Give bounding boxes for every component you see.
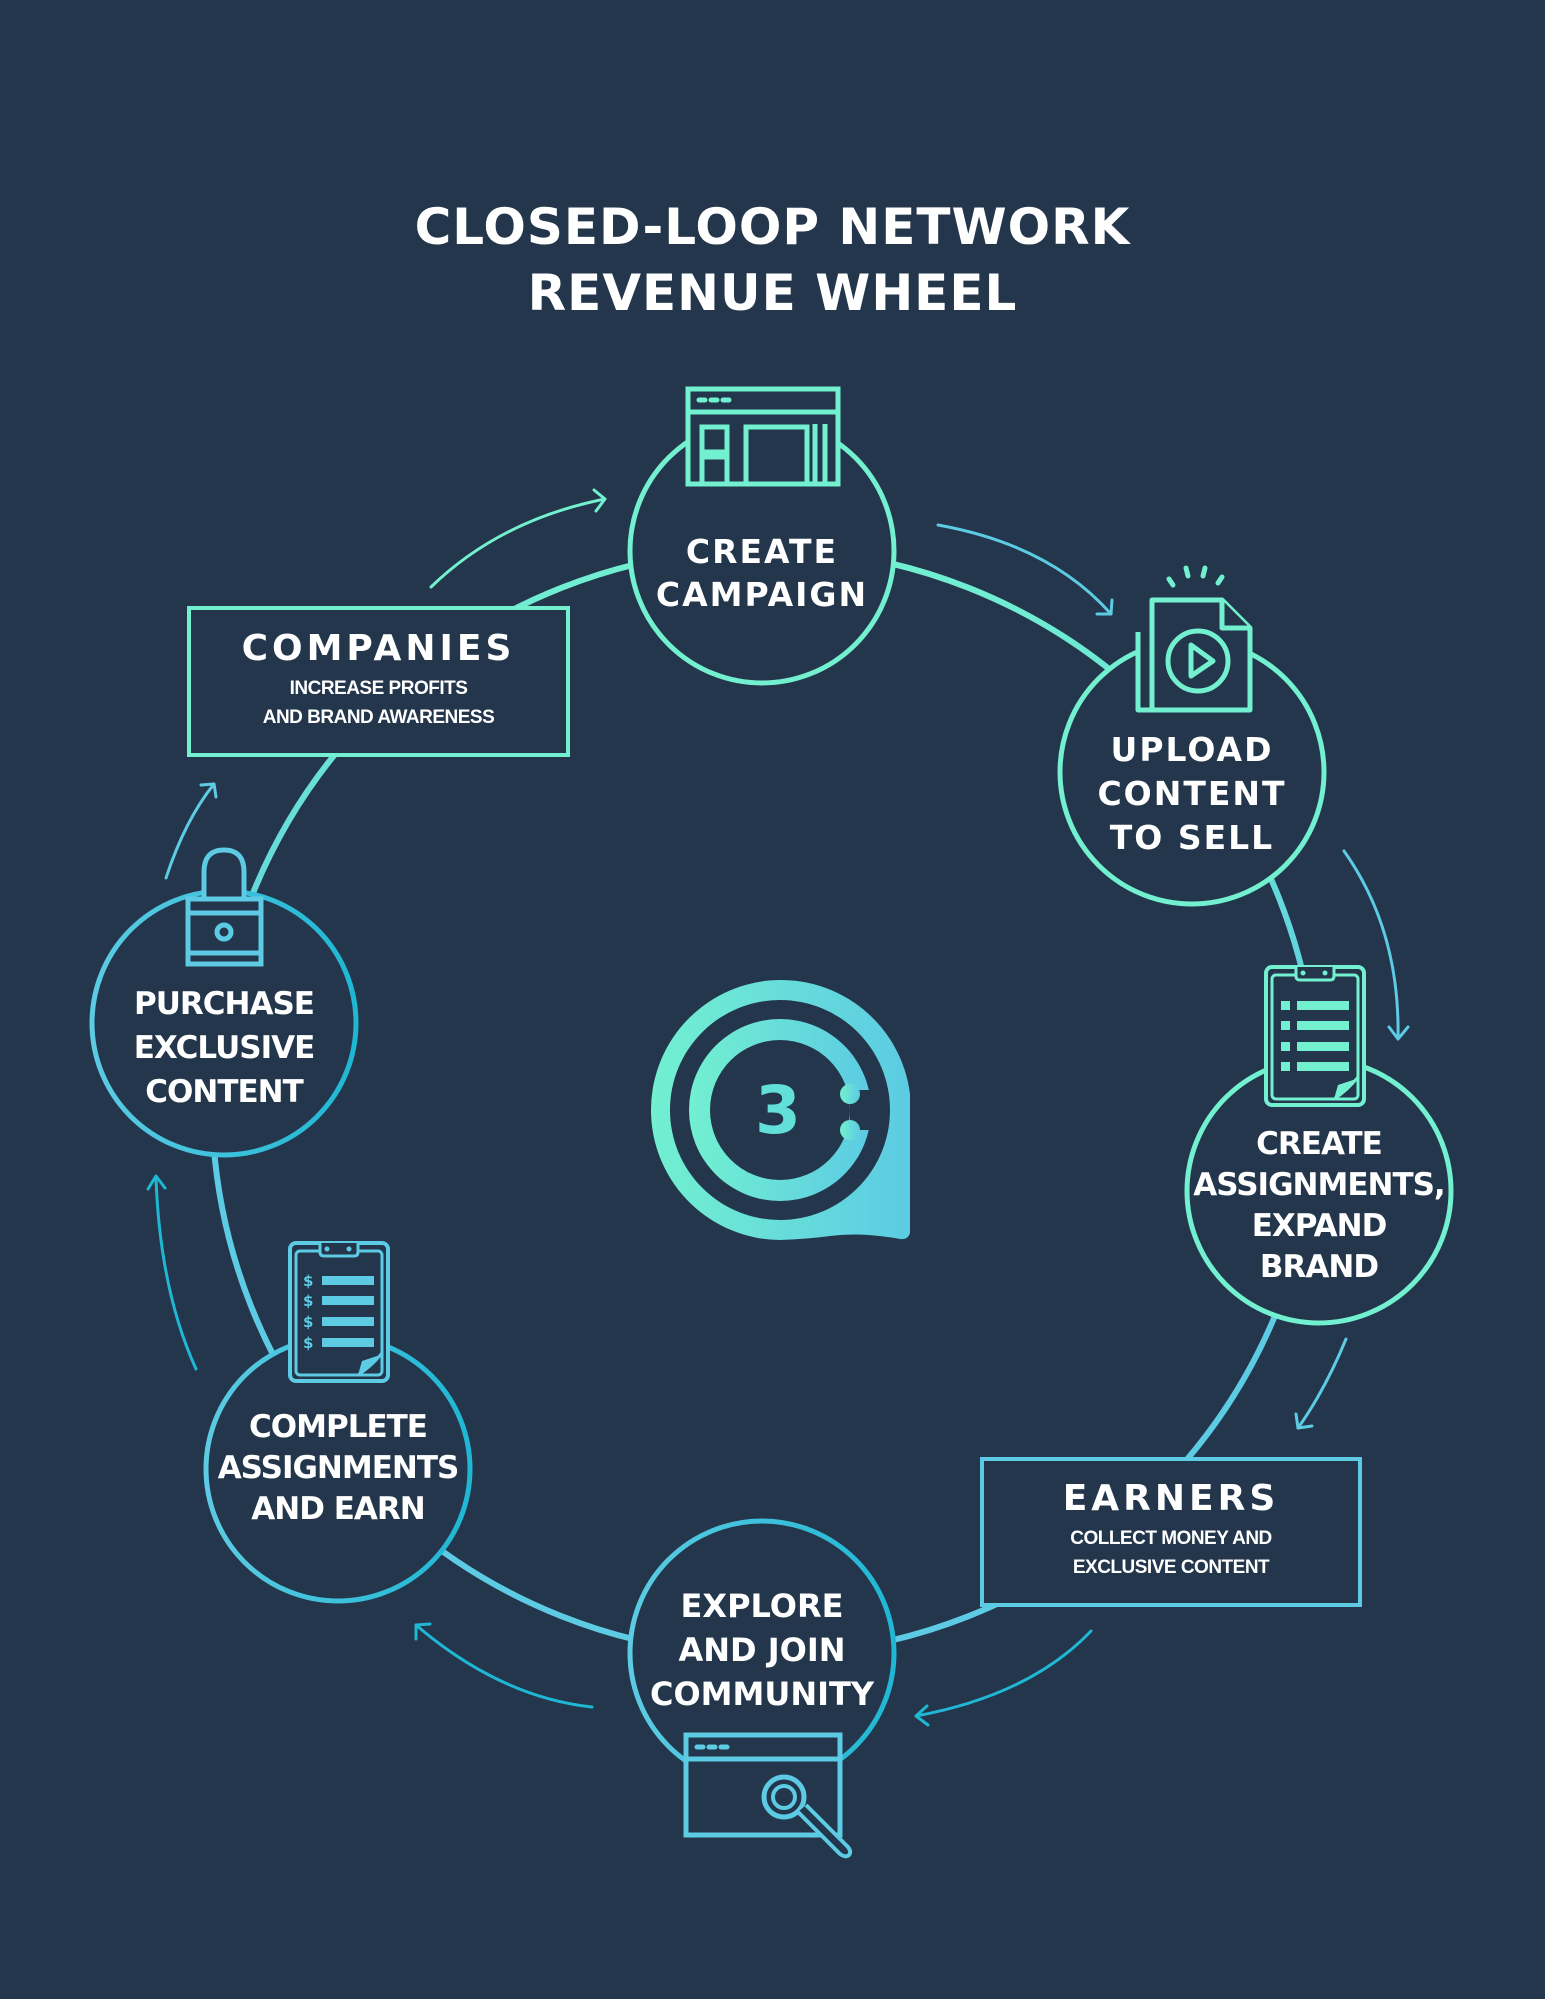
svg-text:$: $ <box>303 1272 313 1290</box>
svg-text:$: $ <box>303 1313 313 1331</box>
companies-title: COMPANIES <box>241 628 516 669</box>
arrow-campaign-to-upload <box>936 523 1114 616</box>
label-line: PURCHASE <box>134 986 315 1022</box>
earners-subtitle-line2: EXCLUSIVE CONTENT <box>1072 1557 1270 1578</box>
node-label-complete-assignments: COMPLETE ASSIGNMENTS AND EARN <box>203 1407 473 1530</box>
label-line: CREATE <box>685 532 839 571</box>
c3-logo-icon: 3 <box>650 980 910 1240</box>
companies-box <box>187 606 570 757</box>
node-circles <box>89 416 1454 1788</box>
node-label-create-campaign: CREATE CAMPAIGN <box>642 530 882 616</box>
label-line: COMPLETE <box>249 1409 428 1445</box>
label-line: BRAND <box>1259 1249 1379 1285</box>
earners-subtitle-line1: COLLECT MONEY AND <box>1070 1528 1272 1549</box>
label-line: ASSIGNMENTS <box>217 1450 460 1486</box>
companies-subtitle-line2: AND BRAND AWARENESS <box>262 707 495 728</box>
svg-text:$: $ <box>303 1292 313 1310</box>
svg-text:$: $ <box>303 1334 313 1352</box>
label-line: ASSIGNMENTS, <box>1193 1167 1445 1203</box>
node-label-explore-community: EXPLORE AND JOIN COMMUNITY <box>632 1584 892 1716</box>
checklist-clipboard-icon <box>1264 965 1366 1107</box>
video-file-icon <box>1135 565 1253 713</box>
arrow-upload-to-assignments <box>1342 849 1410 1041</box>
browser-search-icon <box>683 1732 853 1859</box>
arrow-complete-to-purchase <box>146 1174 198 1371</box>
browser-layout-icon <box>685 386 841 487</box>
arrow-companies-to-campaign <box>429 488 607 589</box>
label-line: EXCLUSIVE <box>133 1030 316 1066</box>
arrow-assignments-to-earners <box>1294 1337 1348 1430</box>
arrow-purchase-to-companies <box>164 782 218 880</box>
earners-title: EARNERS <box>1062 1478 1280 1519</box>
logo-glyph: 3 <box>755 1072 801 1149</box>
companies-subtitle-line1: INCREASE PROFITS <box>289 678 468 699</box>
label-line: EXPLORE <box>680 1587 844 1625</box>
node-label-upload-content: UPLOAD CONTENT TO SELL <box>1072 728 1312 860</box>
padlock-icon <box>185 847 264 967</box>
label-line: CONTENT <box>145 1074 303 1110</box>
node-label-create-assignments: CREATE ASSIGNMENTS, EXPAND BRAND <box>1189 1124 1449 1288</box>
label-line: UPLOAD <box>1110 730 1274 769</box>
label-line: TO SELL <box>1109 818 1275 857</box>
node-label-purchase-content: PURCHASE EXCLUSIVE CONTENT <box>104 982 344 1114</box>
diagram-title-line2: REVENUE WHEEL <box>527 264 1018 322</box>
label-line: EXPAND <box>1251 1208 1388 1244</box>
label-line: CREATE <box>1256 1126 1383 1162</box>
label-line: CONTENT <box>1097 774 1287 813</box>
arrow-earners-to-explore <box>914 1629 1093 1727</box>
dollar-clipboard-icon: $ $ $ $ <box>288 1241 390 1383</box>
label-line: AND EARN <box>251 1491 425 1527</box>
label-line: COMMUNITY <box>649 1675 875 1713</box>
label-line: CAMPAIGN <box>655 575 869 614</box>
label-line: AND JOIN <box>678 1631 846 1669</box>
arrow-explore-to-complete <box>414 1622 594 1709</box>
earners-box <box>980 1457 1362 1607</box>
diagram-title-line1: CLOSED-LOOP NETWORK <box>414 198 1131 256</box>
